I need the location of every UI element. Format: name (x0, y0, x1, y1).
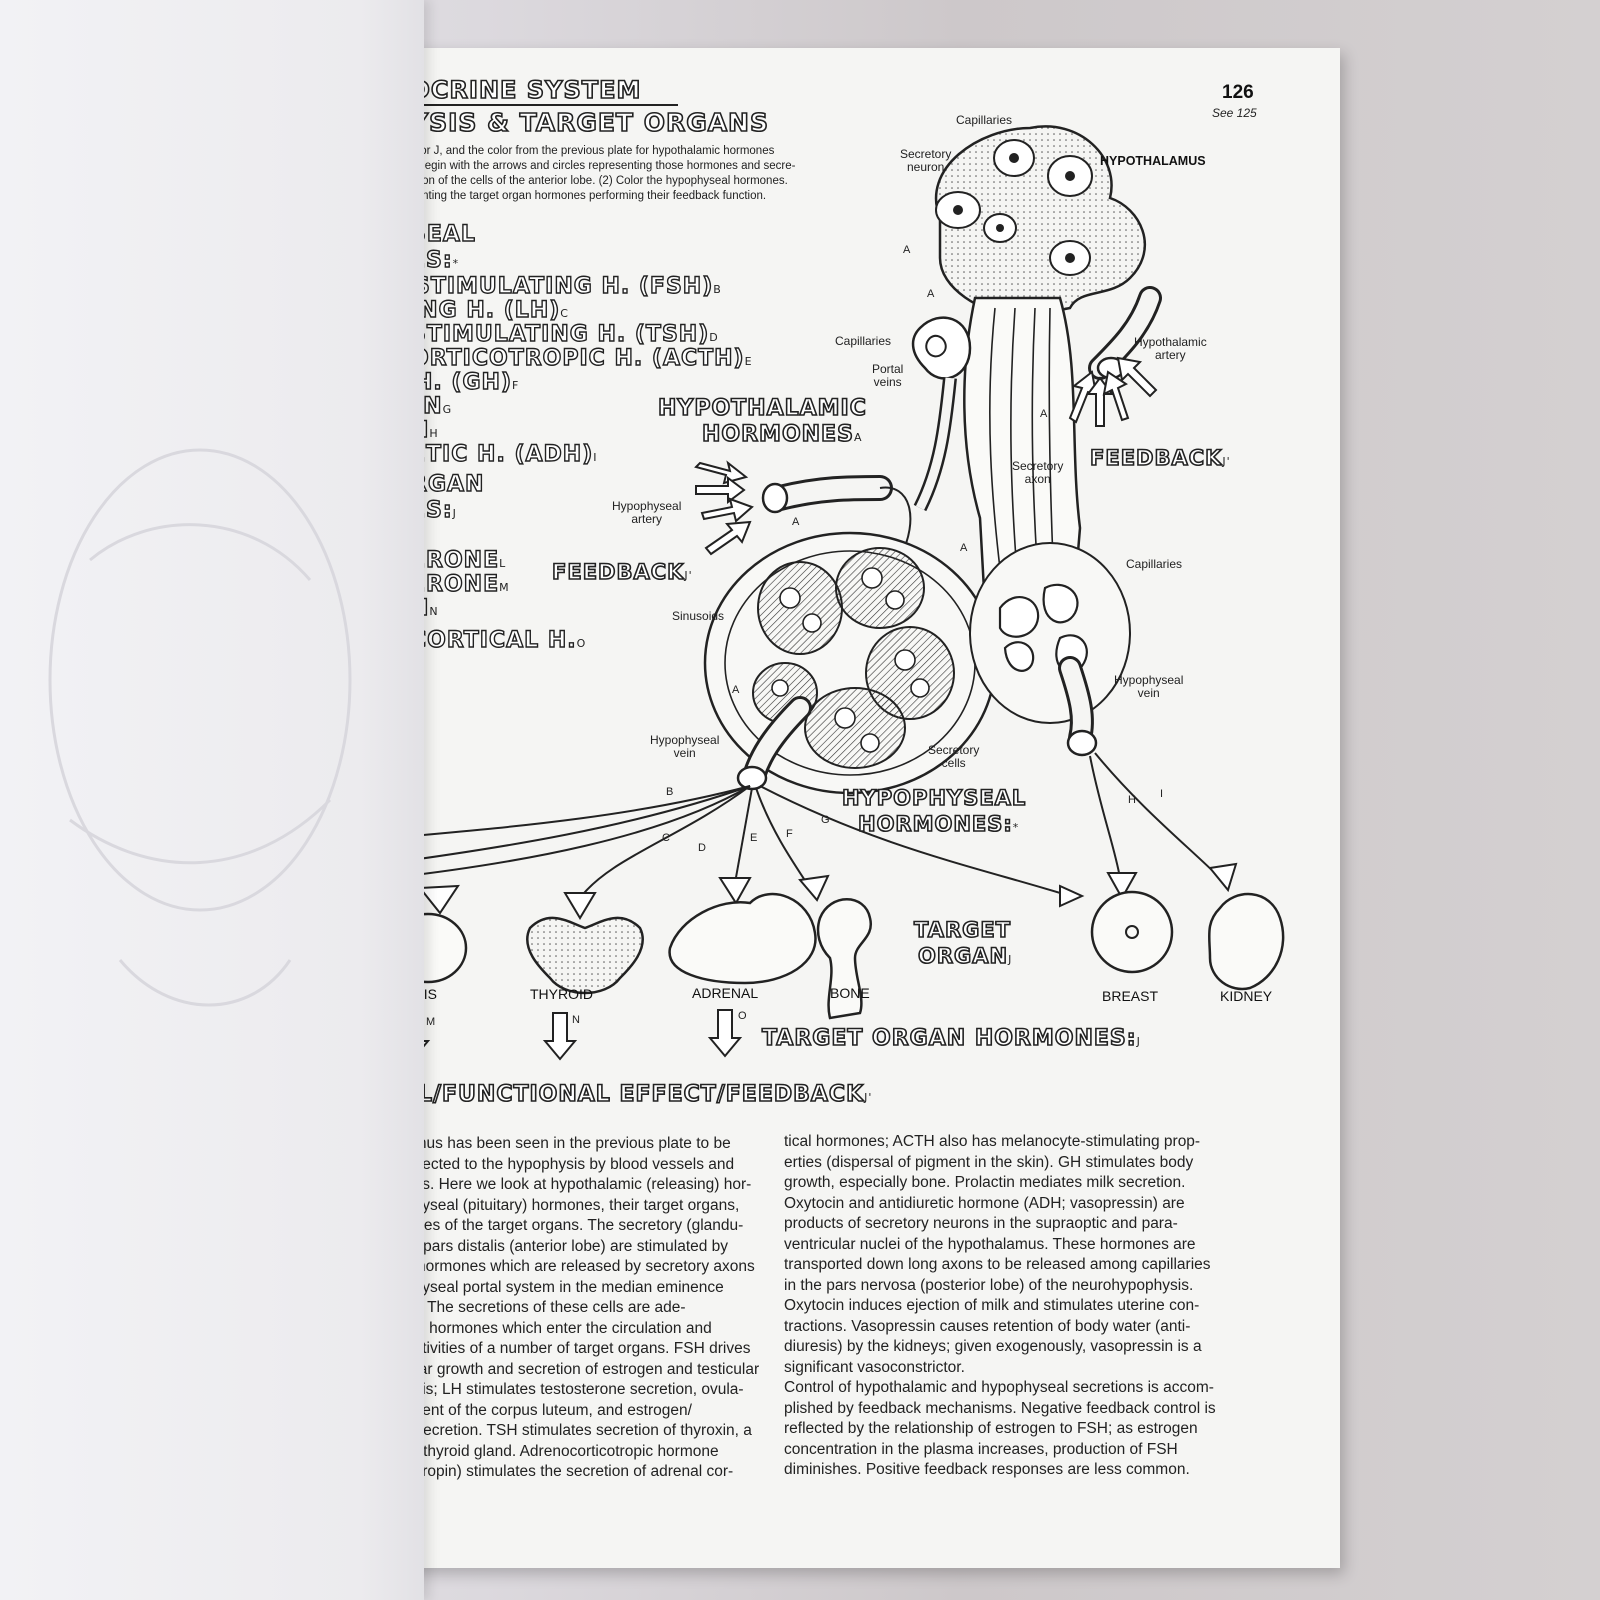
title-underline (410, 104, 678, 106)
organ-label-adrenal: ADRENAL (692, 985, 759, 1001)
faint-bleedthrough-sketch (48, 448, 352, 1007)
list-item: ING H. (LH)C (409, 297, 569, 323)
letter-a-3: A (1040, 408, 1048, 420)
letter-b: B (666, 786, 674, 798)
title-target: TARGET (913, 917, 1012, 943)
endocrine-diagram (388, 125, 1285, 1061)
label-hypothalamus: HYPOTHALAMUS (1100, 154, 1206, 168)
organ-label-breast: BREAST (1102, 988, 1159, 1004)
letter-g: G (821, 814, 830, 826)
list-item: ERONEL (409, 547, 507, 573)
coloring-instructions: r for J, and the color from the previous… (410, 145, 796, 202)
letter-a-6: A (732, 684, 740, 696)
letter-e: E (750, 832, 758, 844)
list-item: STIMULATING H. (FSH)B (413, 273, 722, 299)
letter-o: O (738, 1010, 747, 1022)
list-item: CORTICAL H.O (409, 627, 587, 653)
see-reference: See 125 (1212, 106, 1257, 120)
title-feedback-right: FEEDBACKJ' (1089, 445, 1231, 471)
title-hormones-a: HORMONESA (701, 421, 863, 448)
letter-h: H (1128, 794, 1136, 806)
list-item: STIMULATING H. (TSH)D (409, 321, 719, 347)
list-item: ERONEM (409, 571, 510, 597)
letter-a-2: A (927, 288, 935, 300)
title-organ: ORGANJ (917, 943, 1013, 969)
list-item: ORTICOTROPIC H. (ACTH)E (409, 345, 753, 371)
label-capillaries-mid: Capillaries (835, 334, 892, 348)
organ-label-thyroid: THYROID (530, 986, 593, 1002)
plate-title-line2: YSIS & TARGET ORGANS (409, 107, 769, 138)
title-hypothalamic: HYPOTHALAMIC (657, 395, 867, 422)
letter-n: N (572, 1014, 580, 1026)
organ-label-kidney: KIDNEY (1220, 988, 1273, 1004)
left-page-leaf (0, 0, 424, 1600)
letter-a-1: A (903, 244, 911, 256)
title-hypophyseal: HYPOPHYSEAL (841, 785, 1027, 811)
page-number: 126 (1222, 82, 1254, 103)
label-capillaries-right: Capillaries (1126, 557, 1183, 571)
letter-c: C (662, 832, 670, 844)
letter-a-4: A (792, 516, 800, 528)
label-sinusoids: Sinusoids (672, 609, 725, 623)
list-item: H. (GH)F (413, 369, 520, 395)
title-effect-feedback: RAL/FUNCTIONAL EFFECT/FEEDBACKJ' (381, 1081, 873, 1108)
letter-d: D (698, 842, 706, 854)
letter-f: F (786, 828, 793, 840)
letter-a-5: A (960, 542, 968, 554)
title-target-organ-hormones: TARGET ORGAN HORMONES:J (761, 1025, 1141, 1052)
organ-label-bone: BONE (830, 985, 870, 1001)
label-capillaries-top: Capillaries (956, 113, 1013, 127)
body-text-right: tical hormones; ACTH also has melanocyte… (784, 1133, 1216, 1478)
letter-i: I (1160, 788, 1164, 800)
plate-title-line1: DCRINE SYSTEM (409, 75, 642, 105)
title-feedback-left: FEEDBACKJ' (551, 559, 693, 585)
book-page: 126 See 125 DCRINE SYSTEM YSIS & TARGET … (380, 48, 1340, 1568)
body-text-left: thalamus has been seen in the previous p… (380, 1135, 760, 1480)
letter-m: M (426, 1016, 436, 1028)
title-hypophyseal-hormones: HORMONES:* (857, 811, 1020, 837)
list-item: ETIC H. (ADH)I (409, 441, 598, 467)
